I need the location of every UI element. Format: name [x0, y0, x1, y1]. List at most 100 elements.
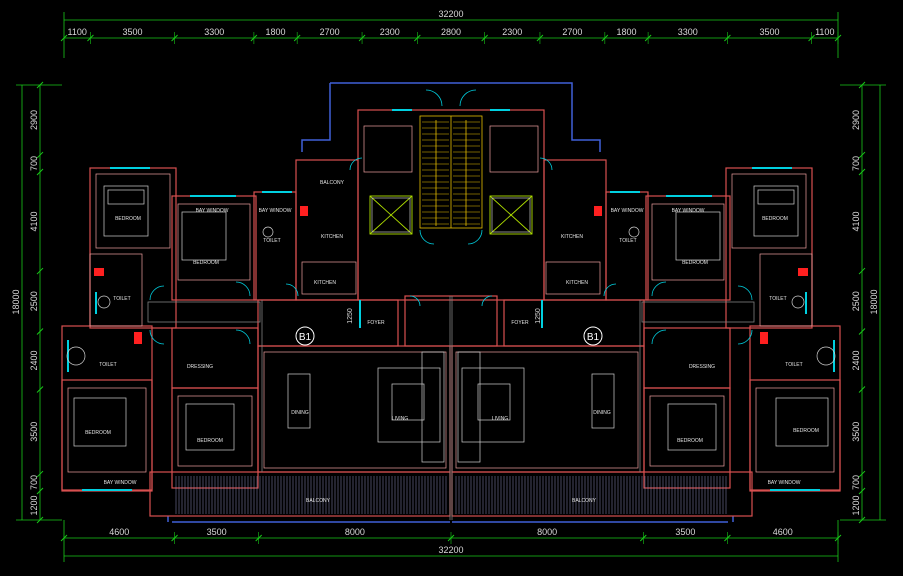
room-label-toilet: TOILET	[619, 238, 636, 244]
partitions	[147, 296, 755, 520]
room-label-toilet: TOILET	[769, 296, 786, 302]
room-label-bedroom: BEDROOM	[115, 216, 141, 222]
room-label-foyer: FOYER	[511, 320, 529, 326]
dimension-top-segment-label: 3500	[759, 27, 779, 37]
room-label-dressing: DRESSING	[187, 364, 213, 370]
room-label-dressing: DRESSING	[689, 364, 715, 370]
room-label-dining: DINING	[291, 410, 309, 416]
room-label-kitchen: KITCHEN	[314, 280, 336, 286]
dimension-tick	[60, 34, 68, 42]
dimension-left-segment-label: 700	[29, 475, 39, 490]
room-label-toilet: TOILET	[785, 362, 802, 368]
dimension-bottom-segment-label: 4600	[109, 527, 129, 537]
building-outline	[167, 82, 734, 523]
dimension-tick	[858, 516, 866, 524]
room-label-bay-window: BAY WINDOW	[768, 480, 801, 486]
dimension-tick	[858, 328, 866, 335]
room-label-bedroom: BEDROOM	[762, 216, 788, 222]
dimension-tick	[858, 386, 866, 393]
dimension-tick	[36, 81, 44, 89]
red-fixtures	[94, 206, 808, 344]
dimension-left-segment-label: 1200	[29, 495, 39, 515]
dimension-small-label: 1250	[347, 308, 354, 324]
room-label-bay-window: BAY WINDOW	[196, 208, 229, 214]
dimension-top-segment-label: 2300	[380, 27, 400, 37]
dimension-bottom-segment-label: 4600	[773, 527, 793, 537]
dimension-right-segment-label: 2500	[851, 291, 861, 311]
dimension-tick	[60, 534, 68, 542]
dimension-tick	[858, 267, 866, 275]
dimension-top-segment-label: 3500	[122, 27, 142, 37]
room-label-toilet: TOILET	[113, 296, 130, 302]
room-label-bay-window: BAY WINDOW	[259, 208, 292, 214]
dimension-tick	[858, 168, 866, 176]
axis-marker-label: B1	[587, 332, 600, 343]
room-label-balcony: BALCONY	[572, 498, 597, 504]
dimension-tick	[36, 151, 44, 159]
dimension-tick	[36, 328, 44, 335]
furniture	[66, 185, 836, 463]
dimension-right-segment-label: 4100	[851, 212, 861, 232]
dimension-left-segment-label: 2500	[29, 291, 39, 311]
room-label-living: LIVING	[492, 416, 509, 422]
dimension-top-segment-label: 1800	[616, 27, 636, 37]
room-label-toilet: TOILET	[263, 238, 280, 244]
door-swings	[149, 89, 753, 345]
dimension-lines	[16, 12, 886, 562]
dimension-right-segment-label: 1200	[851, 495, 861, 515]
dimension-tick	[858, 487, 866, 495]
room-label-bedroom: BEDROOM	[677, 438, 703, 444]
dimension-ticks	[36, 32, 866, 544]
room-label-bay-window: BAY WINDOW	[672, 208, 705, 214]
dimension-bottom-segment-label: 3500	[675, 527, 695, 537]
dimension-total-top: 32200	[438, 9, 463, 19]
dimension-bottom-segment-label: 8000	[537, 527, 557, 537]
dimension-left-segment-label: 2900	[29, 110, 39, 130]
dimension-left-segment-label: 700	[29, 156, 39, 171]
room-label-bay-window: BAY WINDOW	[104, 480, 137, 486]
dimension-total-bottom: 32200	[438, 545, 463, 555]
room-label-dining: DINING	[593, 410, 611, 416]
dimension-right-segment-label: 2900	[851, 110, 861, 130]
dimension-tick	[858, 151, 866, 159]
room-label-balcony: BALCONY	[306, 498, 331, 504]
axis-marker-label: B1	[299, 332, 312, 343]
dimension-tick	[858, 81, 866, 89]
dimension-top-segment-label: 1800	[266, 27, 286, 37]
dimension-top-segment-label: 1100	[68, 27, 87, 37]
room-labels: BEDROOM BEDROOM BAY WINDOW BAY WINDOW BA…	[85, 180, 819, 504]
dimension-top-segment-label: 2700	[320, 27, 340, 37]
room-label-bay-window: BAY WINDOW	[611, 208, 644, 214]
room-label-balcony: BALCONY	[320, 180, 345, 186]
room-label-bedroom: BEDROOM	[197, 438, 223, 444]
dimension-top-segment-label: 3300	[678, 27, 698, 37]
axis-marker-right: B1	[583, 326, 603, 346]
dimension-top-segment-label: 3300	[204, 27, 224, 37]
dimension-bottom-segment-label: 3500	[207, 527, 227, 537]
dimension-top-segment-label: 2300	[502, 27, 522, 37]
dimension-total-left: 18000	[11, 289, 21, 314]
room-label-toilet: TOILET	[99, 362, 116, 368]
dimension-left-segment-label: 3500	[29, 422, 39, 442]
room-label-kitchen: KITCHEN	[561, 234, 583, 240]
dimension-top-segment-label: 2800	[441, 27, 461, 37]
room-label-foyer: FOYER	[367, 320, 385, 326]
room-label-kitchen: KITCHEN	[566, 280, 588, 286]
room-label-bedroom: BEDROOM	[793, 428, 819, 434]
room-label-living: LIVING	[392, 416, 409, 422]
inner-walls	[67, 125, 835, 473]
axis-marker-left: B1	[295, 326, 315, 346]
room-label-bedroom: BEDROOM	[85, 430, 111, 436]
dimension-right-segment-label: 700	[851, 475, 861, 490]
balcony-hatch	[175, 476, 727, 514]
dimension-tick	[36, 470, 44, 478]
stair-treads	[422, 121, 480, 225]
room-label-kitchen: KITCHEN	[321, 234, 343, 240]
elevators	[369, 195, 533, 235]
windows	[67, 109, 835, 491]
dimension-left-segment-label: 2400	[29, 350, 39, 370]
